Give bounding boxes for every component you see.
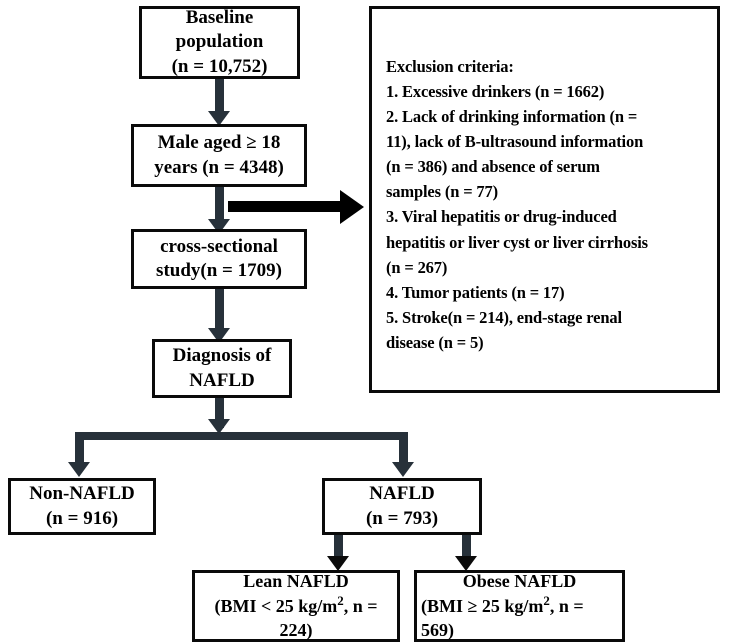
arrowhead-baseline-to-male	[208, 111, 230, 126]
connector-cross-sectional-to-diagnosis	[215, 289, 224, 334]
obese-nafld-bmi-sup: 2	[543, 593, 550, 609]
box-baseline-population: Baseline population (n = 10,752)	[139, 6, 300, 79]
arrowhead-nafld-to-lean	[327, 556, 349, 571]
lean-nafld-line-1: Lean NAFLD	[243, 571, 349, 592]
obese-nafld-bmi-post: , n =	[549, 596, 584, 617]
exclusion-line-10: 5. Stroke(n = 214), end-stage renal	[386, 307, 622, 327]
box-diagnosis-of-nafld: Diagnosis of NAFLD	[152, 339, 292, 398]
connector-nafld-to-obese	[462, 535, 471, 563]
cross-sectional-line-1: cross-sectional	[160, 235, 278, 257]
obese-nafld-line-2: (BMI ≥ 25 kg/m2, n =	[421, 593, 618, 618]
exclusion-line-7: hepatitis or liver cyst or liver cirrhos…	[386, 232, 648, 252]
exclusion-line-11: disease (n = 5)	[386, 332, 484, 352]
arrowhead-branch-left	[68, 462, 90, 477]
exclusion-line-4: (n = 386) and absence of serum	[386, 157, 600, 177]
diagnosis-line-1: Diagnosis of	[172, 345, 272, 367]
cross-sectional-line-2: study(n = 1709)	[156, 260, 282, 281]
exclusion-heading: Exclusion criteria:	[386, 57, 514, 76]
box-nafld: NAFLD (n = 793)	[322, 478, 482, 535]
exclusion-line-1: 1. Excessive drinkers (n = 1662)	[386, 82, 605, 102]
lean-nafld-line-2: (BMI < 25 kg/m2, n =	[214, 593, 377, 618]
box-cross-sectional-study: cross-sectional study(n = 1709)	[131, 229, 307, 289]
lean-nafld-bmi-pre: (BMI < 25 kg/m	[214, 596, 338, 617]
branch-drop-left	[75, 432, 84, 469]
non-nafld-line-1: Non-NAFLD	[29, 483, 135, 505]
exclusion-line-8: (n = 267)	[386, 257, 448, 277]
obese-nafld-line-1: Obese NAFLD	[462, 571, 577, 592]
nafld-line-1: NAFLD	[369, 483, 435, 505]
box-lean-nafld: Lean NAFLD (BMI < 25 kg/m2, n = 224)	[192, 570, 400, 642]
exclusion-line-6: 3. Viral hepatitis or drug-induced	[386, 207, 617, 227]
baseline-line-2: population	[175, 31, 264, 53]
exclusion-line-3: 11), lack of B-ultrasound information	[386, 132, 644, 152]
lean-nafld-bmi-sup: 2	[337, 593, 344, 609]
exclusion-line-2: 2. Lack of drinking information (n =	[386, 107, 638, 127]
obese-nafld-line-3: 569)	[421, 619, 454, 640]
arrowhead-nafld-to-obese	[455, 556, 477, 571]
non-nafld-line-2: (n = 916)	[45, 507, 119, 529]
baseline-line-3: (n = 10,752)	[171, 55, 268, 77]
exclusion-line-5: samples (n = 77)	[386, 182, 498, 202]
male-aged-line-2: years (n = 4348)	[154, 156, 284, 178]
obese-nafld-bmi-pre: (BMI ≥ 25 kg/m	[421, 596, 544, 617]
exclusion-line-9: 4. Tumor patients (n = 17)	[386, 282, 565, 302]
box-obese-nafld: Obese NAFLD (BMI ≥ 25 kg/m2, n = 569)	[414, 570, 625, 642]
arrowhead-diagnosis-stem	[208, 419, 230, 434]
box-non-nafld: Non-NAFLD (n = 916)	[8, 478, 156, 535]
connector-male-to-cross-sectional	[215, 187, 224, 223]
male-aged-line-1: Male aged ≥ 18	[157, 132, 281, 154]
lean-nafld-line-3: 224)	[279, 619, 313, 640]
lean-nafld-bmi-post: , n =	[343, 596, 378, 617]
nafld-line-2: (n = 793)	[365, 507, 439, 529]
exclusion-arrow-shaft	[228, 201, 343, 212]
arrowhead-branch-right	[392, 462, 414, 477]
branch-bar-horizontal	[75, 432, 408, 440]
connector-baseline-to-male	[215, 79, 224, 115]
box-male-aged: Male aged ≥ 18 years (n = 4348)	[131, 124, 307, 187]
connector-diagnosis-stem	[215, 398, 224, 428]
exclusion-arrow-head	[340, 190, 364, 224]
diagnosis-line-2: NAFLD	[189, 369, 255, 391]
box-exclusion-criteria: Exclusion criteria: 1. Excessive drinker…	[369, 6, 720, 393]
connector-nafld-to-lean	[334, 535, 343, 563]
baseline-line-1: Baseline	[185, 7, 254, 29]
branch-drop-right	[399, 432, 408, 469]
